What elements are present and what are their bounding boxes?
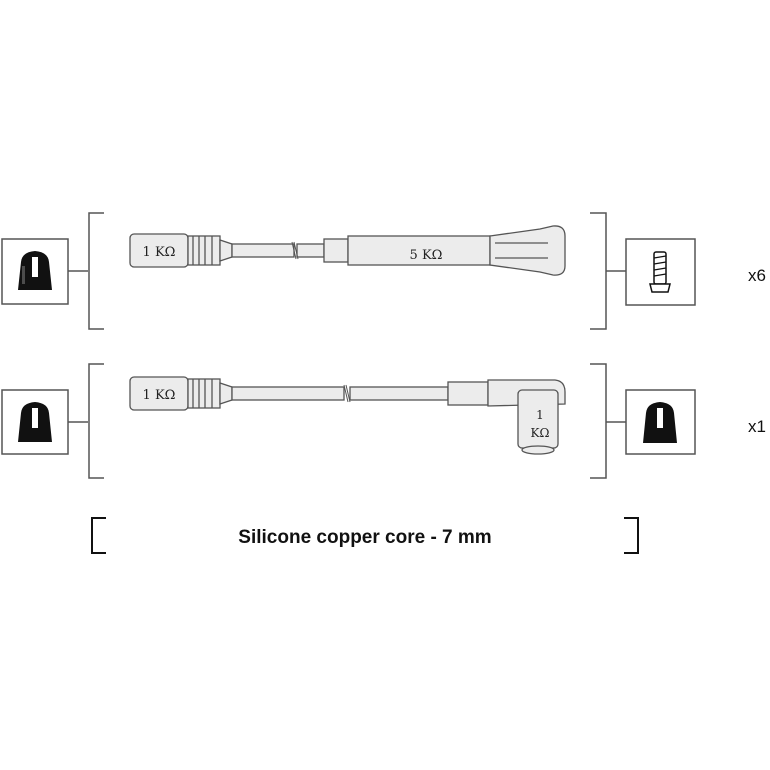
- row-1-lead: 1 KΩ 5 KΩ x6: [1, 212, 766, 330]
- core-caption: Silicone copper core - 7 mm: [238, 527, 491, 548]
- row-1-quantity: x6: [748, 266, 766, 285]
- caption-left-bracket: [91, 517, 106, 554]
- cap-connector-icon: [1, 389, 69, 455]
- row-1-left-bracket: [88, 212, 104, 330]
- row-2-lead: 1 KΩ 1 KΩ x1: [1, 363, 766, 479]
- row-2-left-bracket: [88, 363, 104, 479]
- row-1-right-bracket: [590, 212, 607, 330]
- caption-right-bracket: [624, 517, 639, 554]
- row-1-end-resistor-label: 5 KΩ: [410, 248, 443, 263]
- row-2-end-resistor-label-line2: KΩ: [531, 426, 550, 440]
- cap-connector-icon: [625, 389, 696, 455]
- row-1-start-resistor-label: 1 KΩ: [143, 245, 176, 260]
- row-2-right-bracket: [590, 363, 607, 479]
- core-caption-group: Silicone copper core - 7 mm: [91, 517, 639, 554]
- row-2-end-resistor-label-line1: 1: [536, 408, 544, 422]
- row-2-start-resistor-label: 1 KΩ: [143, 388, 176, 403]
- screw-terminal-icon: [625, 238, 696, 306]
- cap-connector-icon: [1, 238, 69, 305]
- row-2-quantity: x1: [748, 417, 766, 436]
- row-2-cable: [129, 376, 566, 455]
- row-1-cable: [129, 225, 566, 276]
